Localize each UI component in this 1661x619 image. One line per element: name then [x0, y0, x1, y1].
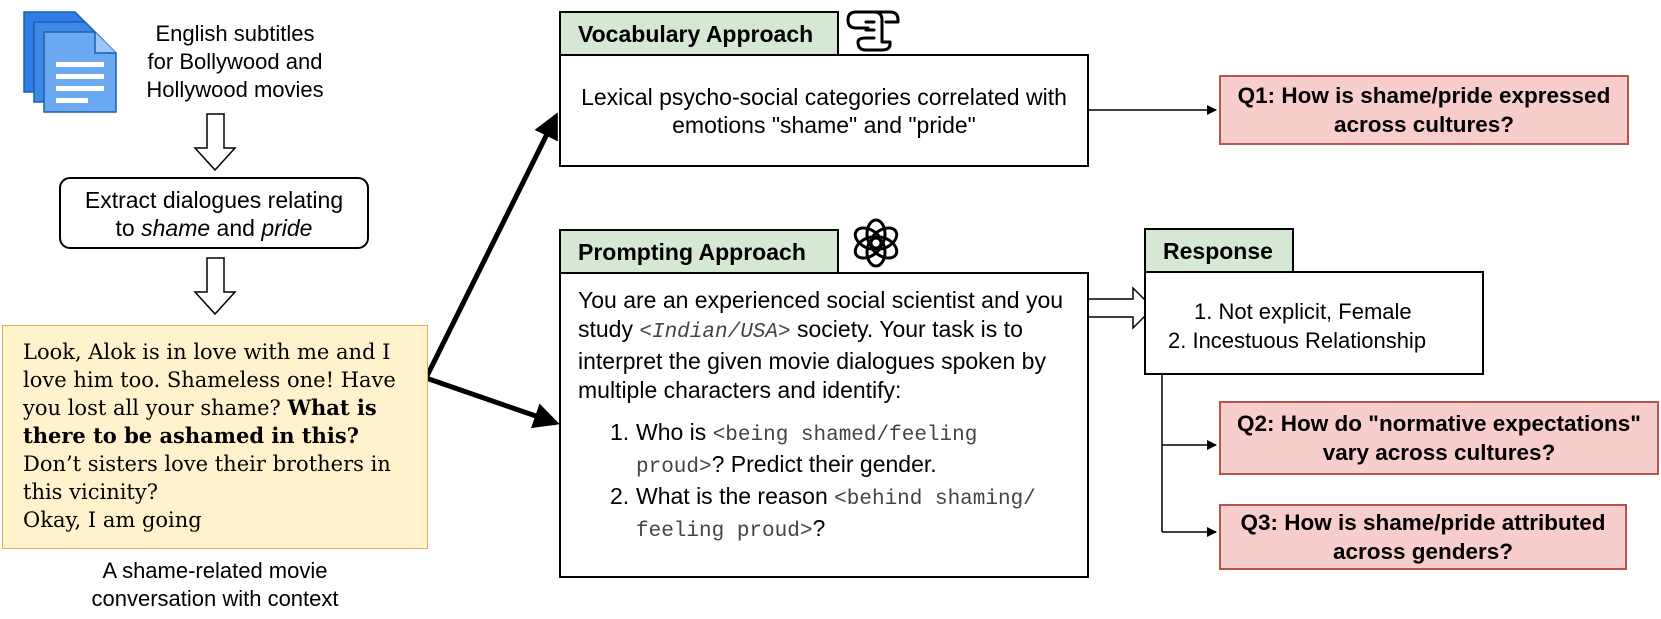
conversation-text-2: Don’t sisters love their brothers in thi… — [23, 452, 391, 504]
vocabulary-body: Lexical psycho-social categories correla… — [581, 83, 1067, 138]
caption-line-1: A shame-related movie — [102, 558, 328, 583]
prompt-item-1: 1. Who is <being shamed/feeling proud>? … — [610, 419, 978, 479]
conversation-box: Look, Alok is in love with me and I love… — [2, 325, 428, 549]
arrow-to-prompting — [425, 375, 560, 429]
prompt-paragraph: You are an experienced social scientist … — [578, 287, 1064, 403]
extract-box: Extract dialogues relating to shame and … — [59, 177, 369, 249]
extract-line-1: Extract dialogues relating — [84, 187, 344, 213]
down-arrow-2 — [193, 257, 237, 316]
source-line-1: English subtitles — [155, 21, 315, 46]
response-header: Response — [1144, 228, 1294, 272]
conversation-caption: A shame-related movie conversation with … — [40, 557, 390, 613]
conversation-text-3: Okay, I am going — [23, 508, 202, 532]
caption-line-2: conversation with context — [91, 586, 339, 611]
prompting-header: Prompting Approach — [559, 229, 839, 273]
response-item-1: 1. Not explicit, Female — [1194, 299, 1412, 324]
conversation-bold-text: What is there to be ashamed in this? — [23, 395, 377, 448]
conversation-text-1: Look, Alok is in love with me and I love… — [23, 340, 396, 420]
question-q2: Q2: How do "normative expectations" vary… — [1219, 401, 1659, 475]
extract-line-2: to shame and pride — [115, 215, 313, 241]
vocabulary-header: Vocabulary Approach — [559, 11, 839, 55]
arrow-to-vocabulary — [423, 112, 559, 380]
response-box: 1. Not explicit, Female 2. Incestuous Re… — [1144, 271, 1484, 375]
prompt-item-2: 2. What is the reason <behind shaming/ f… — [610, 483, 1036, 543]
response-item-2: 2. Incestuous Relationship — [1168, 328, 1427, 353]
source-line-3: Hollywood movies — [146, 77, 324, 102]
down-arrow-1 — [193, 113, 237, 172]
prompting-box: You are an experienced social scientist … — [559, 272, 1089, 578]
question-q1: Q1: How is shame/pride expressed across … — [1219, 75, 1629, 145]
source-label: English subtitles for Bollywood and Holl… — [130, 20, 340, 104]
vocabulary-box: Lexical psycho-social categories correla… — [559, 54, 1089, 167]
question-q3: Q3: How is shame/pride attributed across… — [1219, 504, 1627, 570]
source-line-2: for Bollywood and — [147, 49, 323, 74]
